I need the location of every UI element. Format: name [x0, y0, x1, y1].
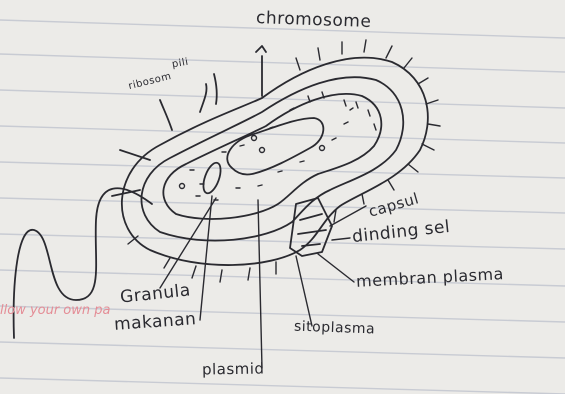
leader-lines — [160, 196, 366, 368]
cytoplasm-label: sitoplasma — [294, 319, 376, 338]
cytoplasm-dots — [180, 92, 377, 200]
chromosome-label: chromosome — [256, 8, 372, 32]
plasmid-shape — [200, 161, 224, 196]
plasmid-label: plasmid — [202, 359, 265, 378]
cross-section-lines — [298, 214, 326, 246]
paper-watermark-text: llow your own pa — [0, 303, 110, 318]
ruled-lines — [0, 20, 565, 394]
